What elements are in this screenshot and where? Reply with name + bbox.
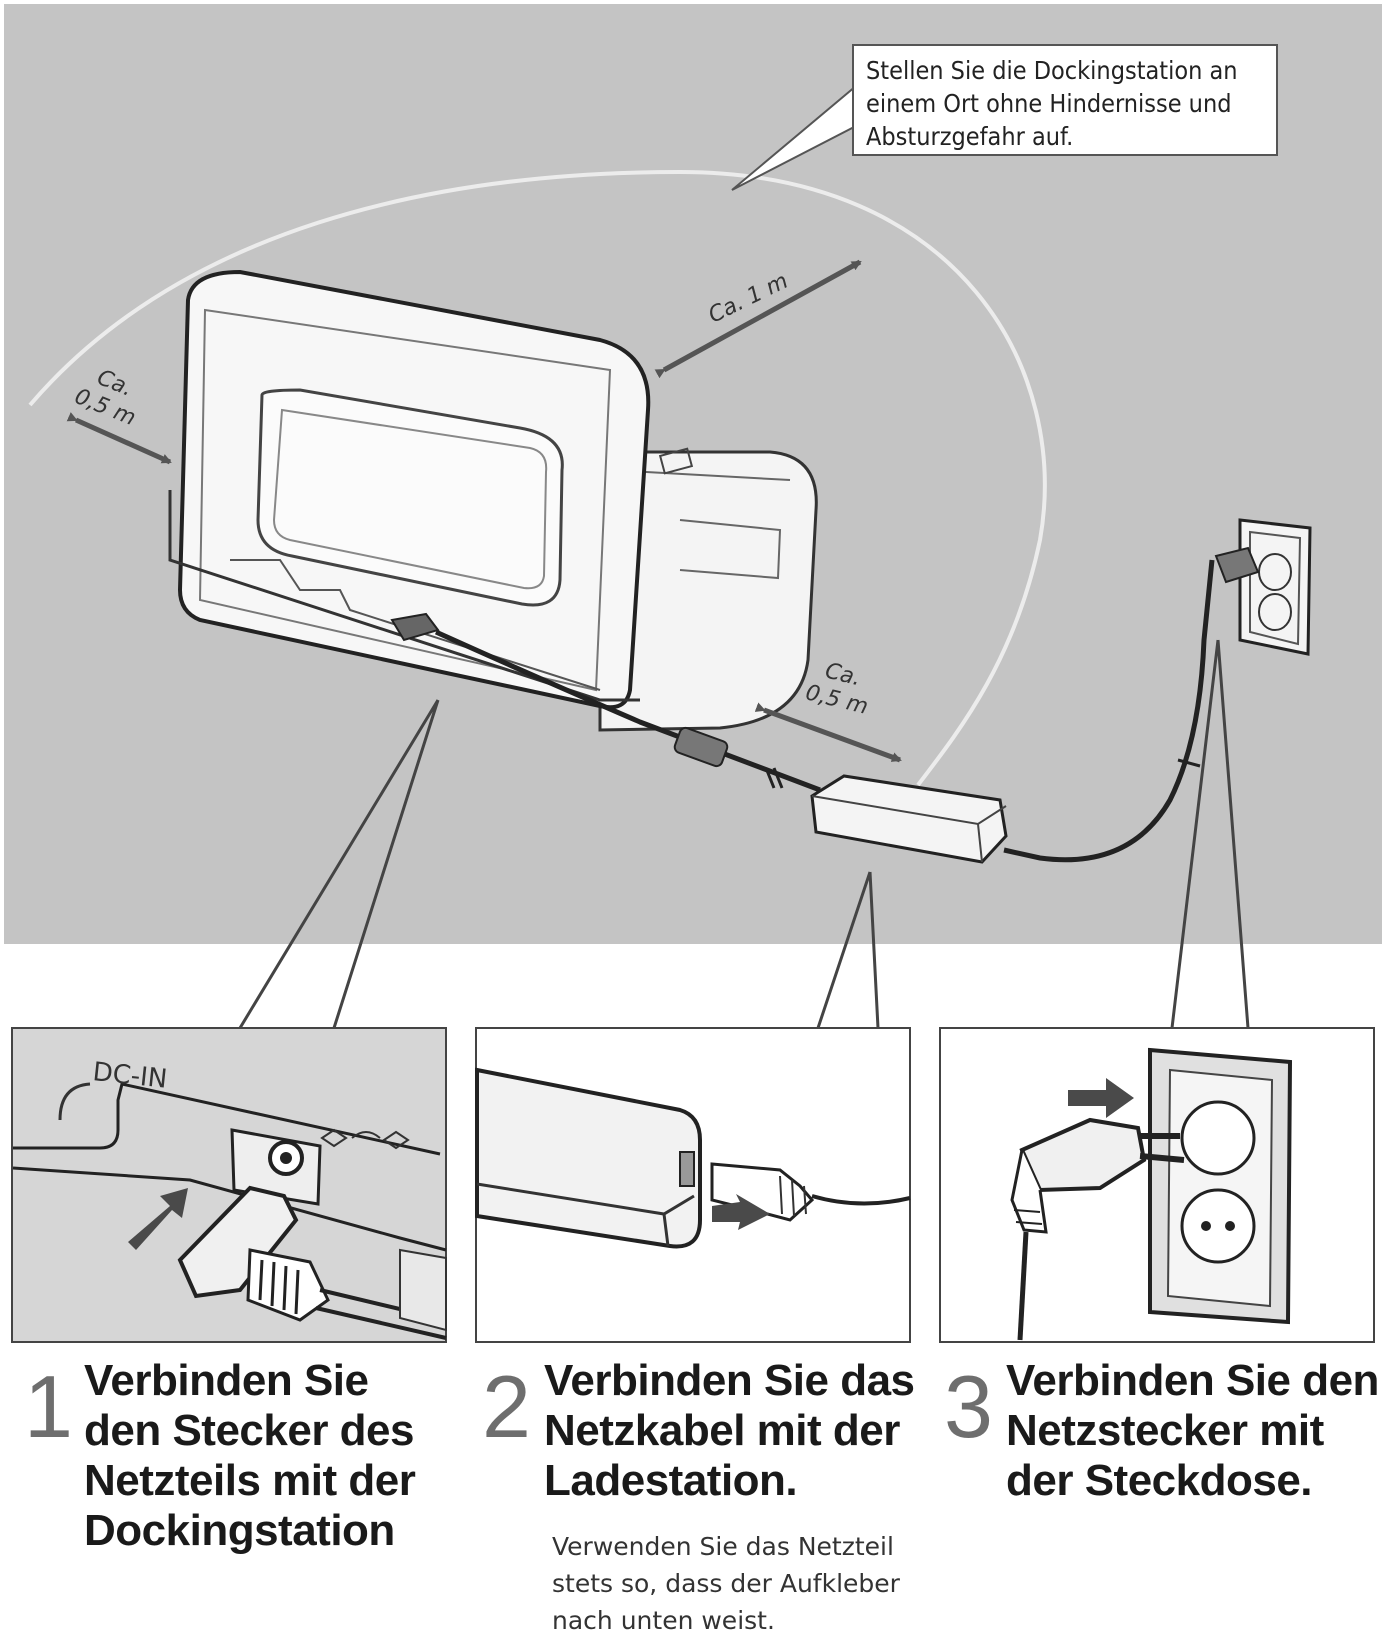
step-1-number: 1 — [24, 1362, 73, 1452]
callout-line-3: Absturzgefahr auf. — [866, 120, 1264, 153]
callout-line-1: Stellen Sie die Dockingstation an — [866, 54, 1264, 87]
step-2-text: Verbinden Sie das Netzkabel mit der Lade… — [544, 1356, 915, 1506]
dc-in-port-detail — [13, 1029, 446, 1341]
adapter-orientation-note: Verwenden Sie das Netzteil stets so, das… — [552, 1528, 900, 1639]
step-2-number: 2 — [482, 1362, 531, 1452]
callout-line-2: einem Ort ohne Hindernisse und — [866, 87, 1264, 120]
placement-callout: Stellen Sie die Dockingstation an einem … — [852, 44, 1278, 156]
step-3-text: Verbinden Sie den Netzstecker mit der St… — [1006, 1356, 1379, 1506]
step-1-text: Verbinden Sie den Stecker des Netzteils … — [84, 1356, 415, 1556]
step-3-number: 3 — [944, 1362, 993, 1452]
